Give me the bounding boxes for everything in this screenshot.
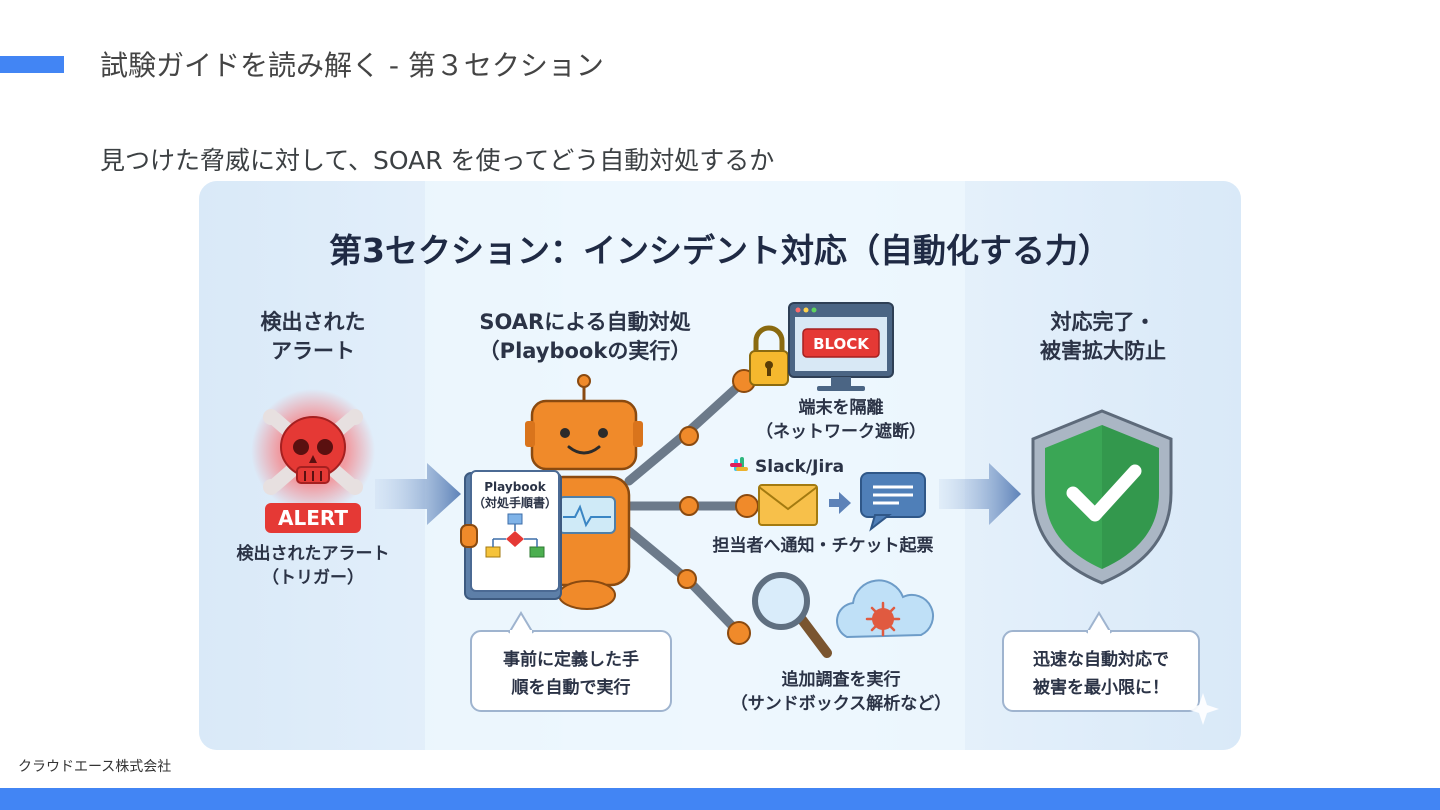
investigate-label-2: （サンドボックス解析など）: [731, 693, 952, 714]
skull-icon: [251, 389, 375, 513]
svg-text:Playbook: Playbook: [484, 480, 547, 494]
left-caption-2: （トリガー）: [262, 567, 364, 588]
robot-arms: [624, 369, 759, 645]
left-heading-2: アラート: [271, 339, 355, 363]
notify-label: 担当者へ通知・チケット起票: [713, 535, 934, 556]
center-speech-bubble: 事前に定義した手 順を自動で実行: [470, 611, 672, 712]
svg-text:順を自動で実行: 順を自動で実行: [512, 677, 631, 698]
envelope-icon: [758, 484, 818, 526]
sparkle-icon: [1187, 693, 1219, 725]
svg-text:被害を最小限に！: 被害を最小限に！: [1033, 677, 1169, 698]
chat-bubble-icon: [860, 472, 926, 532]
slack-icon: [730, 457, 748, 471]
shield-check-icon: [1031, 409, 1173, 585]
small-arrow-icon: [829, 492, 851, 514]
title-accent-bar: [0, 56, 64, 73]
left-heading-1: 検出された: [261, 310, 366, 334]
cloud-virus-icon: [836, 579, 934, 639]
playbook-book-icon: Playbook （対処手順書）: [460, 470, 562, 600]
incident-response-diagram: 第3セクション：インシデント対応（自動化する力） 検出された アラート ALER…: [199, 181, 1241, 750]
center-heading-2: （Playbookの実行）: [479, 339, 692, 363]
svg-text:ALERT: ALERT: [278, 506, 348, 530]
right-heading-2: 被害拡大防止: [1040, 339, 1166, 363]
monitor-block-icon: BLOCK: [788, 302, 894, 391]
diagram-title: 第3セクション：インシデント対応（自動化する力）: [329, 231, 1111, 270]
right-speech-bubble: 迅速な自動対応で 被害を最小限に！: [1002, 611, 1200, 712]
company-footer: クラウドエース株式会社: [18, 759, 172, 775]
isolate-label-1: 端末を隔離: [799, 397, 884, 418]
flow-arrow-2: [939, 463, 1021, 525]
center-heading-1: SOARによる自動対処: [479, 310, 691, 334]
investigate-label-1: 追加調査を実行: [782, 669, 901, 690]
bottom-accent-bar: [0, 788, 1440, 810]
slide-title: 試験ガイドを読み解く - 第３セクション: [100, 49, 604, 82]
svg-text:迅速な自動対応で: 迅速な自動対応で: [1033, 649, 1169, 670]
flow-arrow-1: [375, 463, 461, 525]
left-caption-1: 検出されたアラート: [237, 543, 390, 564]
magnifier-icon: [752, 572, 832, 658]
right-heading-1: 対応完了・: [1051, 310, 1156, 334]
svg-text:BLOCK: BLOCK: [813, 335, 870, 353]
svg-text:事前に定義した手: 事前に定義した手: [503, 649, 639, 670]
svg-text:（対処手順書）: （対処手順書）: [473, 495, 557, 510]
alert-badge: ALERT: [265, 503, 361, 533]
isolate-label-2: （ネットワーク遮断）: [756, 421, 926, 442]
slack-jira-label: Slack/Jira: [755, 457, 844, 477]
robot-icon: [525, 374, 643, 610]
slide-subtitle: 見つけた脅威に対して、SOAR を使ってどう自動対処するか: [100, 146, 775, 175]
